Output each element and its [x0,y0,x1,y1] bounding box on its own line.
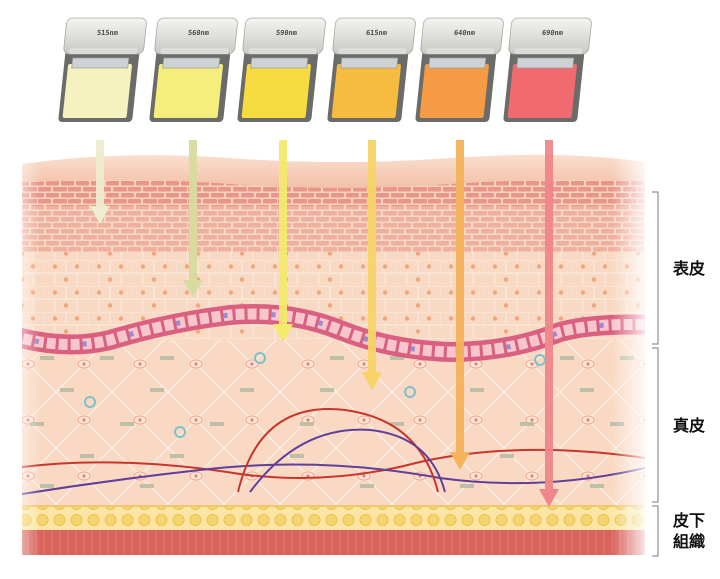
beam-arrowhead-590nm [273,324,293,342]
subcutis-bracket [652,505,659,557]
epidermis-bracket [652,191,659,345]
dermis-nuclei [84,352,546,438]
filter-head-560nm: 560nm [149,17,238,122]
beam-arrowhead-690nm [539,489,559,507]
filter-glass [241,64,311,118]
beam-arrowhead-515nm [90,206,110,224]
filter-head-590nm: 590nm [237,17,326,122]
beam-arrowhead-560nm [183,280,203,298]
filter-head-515nm: 515nm [58,17,147,122]
filter-head-615nm: 615nm [327,17,416,122]
filter-heads: 515nm 560nm 590nm 615nm 640nm 690nm [58,17,592,122]
filter-glass [507,64,577,118]
filter-label-615nm: 615nm [365,28,387,37]
blood-vessels [22,408,645,495]
filter-head-640nm: 640nm [415,17,504,122]
stratum-corneum-deep [22,200,645,252]
dermis-bracket [652,347,659,503]
layer-brackets [652,191,659,557]
filter-label-690nm: 690nm [541,28,563,37]
beam-arrowhead-640nm [450,452,470,470]
filter-glass [419,64,489,118]
muscle-layer [22,530,645,556]
filter-label-640nm: 640nm [453,28,475,37]
skin-surface [22,154,645,188]
subcutis-label: 皮下 組織 [664,510,714,552]
subcutis-label-line1: 皮下 [672,511,705,530]
filter-label-560nm: 560nm [187,28,209,37]
beam-arrowhead-615nm [362,372,382,390]
filter-glass [331,64,401,118]
filter-label-590nm: 590nm [275,28,297,37]
filter-head-690nm: 690nm [503,17,592,122]
basal-cell-layer [22,304,645,363]
dermis-label: 真皮 [672,416,705,435]
subcutis-label-line2: 組織 [672,532,705,551]
light-beams [90,140,559,507]
filter-glass [62,64,132,118]
subcutaneous-fat [22,505,645,531]
filter-label-515nm: 515nm [96,28,118,37]
filter-glass [153,64,223,118]
epidermis-label: 表皮 [672,259,705,278]
